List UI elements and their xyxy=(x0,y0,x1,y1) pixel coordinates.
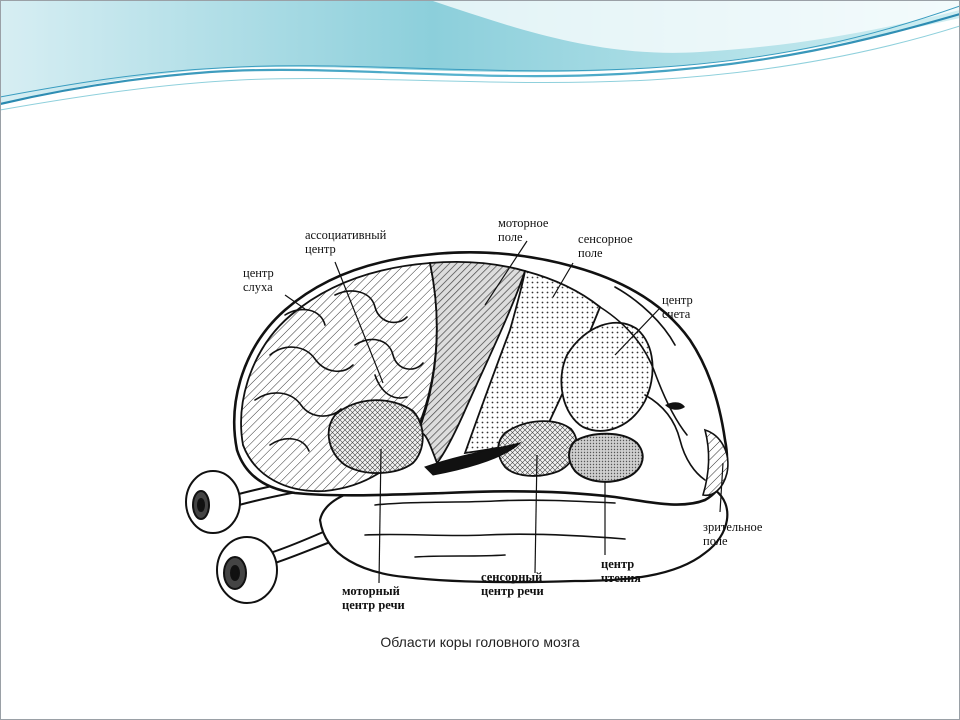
label-motor-speech-center: моторный центр речи xyxy=(342,584,405,612)
reading-center-region xyxy=(568,432,644,483)
label-motor-field: моторное поле xyxy=(498,216,549,244)
label-association-center: ассоциативный центр xyxy=(305,228,387,256)
sensory-speech-region xyxy=(497,420,578,477)
motor-speech-region xyxy=(327,399,424,474)
eyes xyxy=(185,470,350,604)
label-counting-center: центр счета xyxy=(662,293,693,321)
counting-center-region xyxy=(560,321,654,432)
label-hearing-center: центр слуха xyxy=(243,266,274,294)
motor-field-region xyxy=(416,260,527,465)
leader-lines xyxy=(284,240,724,584)
label-visual-field: зрительное поле xyxy=(703,520,763,548)
label-sensory-speech-center: сенсорный центр речи xyxy=(481,570,544,598)
gyri-lines xyxy=(254,286,706,558)
header-wave-decoration xyxy=(0,0,960,111)
figure-caption: Области коры головного мозга xyxy=(380,634,580,650)
lateral-fissure xyxy=(424,442,522,476)
label-sensory-field: сенсорное поле xyxy=(578,232,633,260)
label-reading-center: центр чтения xyxy=(601,557,641,585)
brain-cortex-diagram xyxy=(185,240,729,604)
